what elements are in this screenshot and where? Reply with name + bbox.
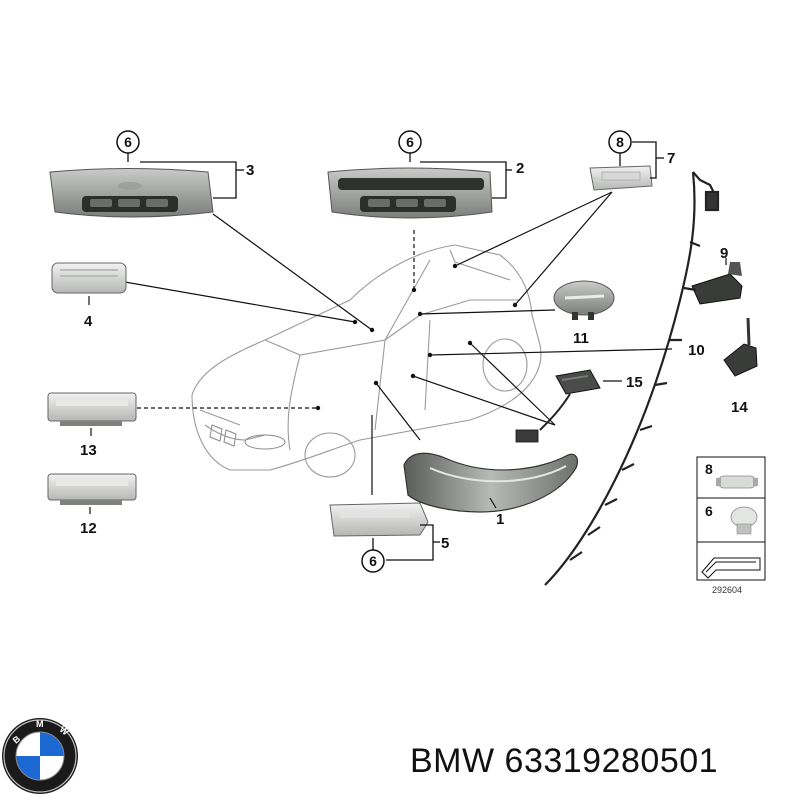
- legend-bulb-6-label: 6: [705, 503, 713, 519]
- leader-dots: [315, 263, 518, 411]
- circle-6-middle: 6: [398, 130, 422, 154]
- callout-9: 9: [720, 245, 728, 262]
- callout-15: 15: [626, 374, 643, 391]
- mirror-turn-signal: [403, 452, 579, 513]
- festoon-bulb-icon: [716, 475, 758, 489]
- circle-6-left-label: 6: [124, 134, 132, 150]
- legend-bulb-8-label: 8: [705, 461, 713, 477]
- callout-7: 7: [667, 150, 675, 167]
- leader-lines: [124, 191, 673, 495]
- sensor-14: [723, 317, 758, 377]
- logo-lamp: [553, 280, 615, 320]
- front-interior-light-middle: [327, 167, 493, 219]
- lamp-12: [47, 473, 137, 514]
- lamp-13: [47, 392, 137, 436]
- callout-5: 5: [441, 535, 449, 552]
- circle-6-left: 6: [116, 130, 140, 154]
- bmw-logo: B M W: [2, 718, 78, 794]
- wedge-bulb-icon: [730, 506, 758, 535]
- svg-text:M: M: [36, 719, 44, 729]
- front-interior-light-left: [49, 168, 214, 218]
- part-caption: BMW 63319280501: [410, 742, 718, 781]
- reading-light-small: [51, 262, 127, 305]
- drawing-code: 292604: [712, 585, 742, 595]
- circle-6-bottom-label: 6: [369, 553, 377, 569]
- callout-12: 12: [80, 520, 97, 537]
- part-number: 63319280501: [504, 742, 719, 780]
- rear-interior-light: [589, 165, 653, 191]
- bulb-legend: 8 6: [696, 456, 766, 581]
- callout-10: 10: [688, 342, 705, 359]
- circle-8-top: 8: [608, 130, 632, 154]
- bracket-7: [619, 141, 664, 179]
- connector-9: [691, 258, 743, 305]
- callout-14: 14: [731, 399, 748, 416]
- callout-4: 4: [84, 313, 93, 330]
- callout-3: 3: [246, 162, 254, 179]
- callout-1: 1: [496, 511, 504, 528]
- bracket-2: [409, 153, 512, 199]
- bracket-5: [372, 524, 440, 561]
- module-15: [515, 369, 622, 443]
- circle-6-middle-label: 6: [406, 134, 414, 150]
- wire-harness: [544, 171, 720, 586]
- circle-6-bottom: 6: [361, 549, 385, 573]
- bracket-3: [127, 153, 244, 199]
- arrow-icon: [701, 557, 761, 579]
- kidney-grille: [209, 424, 286, 450]
- circle-8-top-label: 8: [616, 134, 624, 150]
- callout-2: 2: [516, 160, 524, 177]
- brand-name: BMW: [410, 742, 495, 780]
- callout-11: 11: [573, 330, 589, 347]
- car-outline: [191, 244, 542, 478]
- svg-text:B: B: [11, 733, 23, 745]
- callout-13: 13: [80, 442, 97, 459]
- lamp-5: [329, 502, 429, 537]
